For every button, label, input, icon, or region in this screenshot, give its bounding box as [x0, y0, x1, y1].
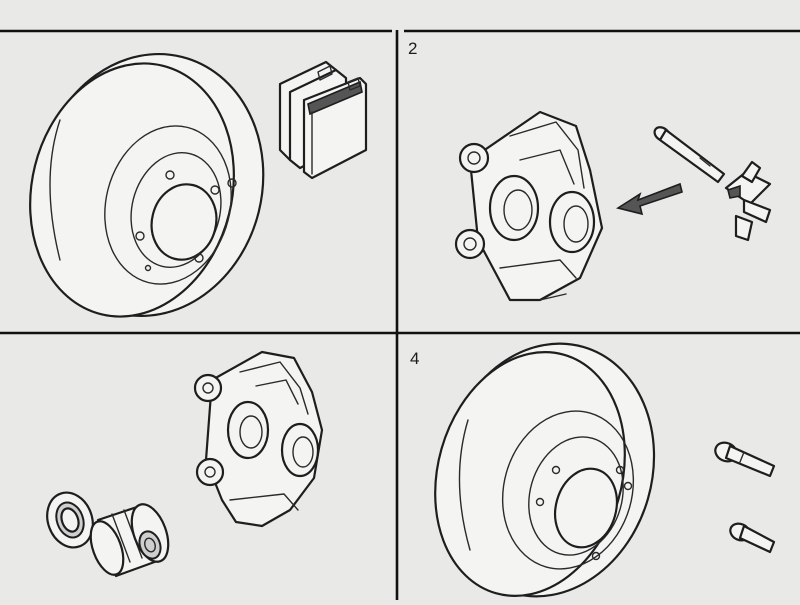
- piston-seal: [46, 491, 94, 549]
- mounting-bolt-long: [714, 441, 776, 478]
- direction-arrow: [615, 182, 683, 216]
- caliper-piston: [89, 503, 170, 578]
- guide-pin-bolt: [653, 126, 726, 184]
- panel-2-caliper: [454, 110, 604, 302]
- panel-grid: [0, 29, 800, 600]
- mounting-bolt-short: [729, 522, 776, 554]
- anti-rattle-clip: [724, 160, 772, 242]
- panel-4-number: 4: [410, 349, 419, 368]
- panel-3-caliper: [193, 350, 324, 528]
- panel-1-brake-pads: [278, 60, 368, 180]
- panel-2-number: 2: [408, 39, 417, 58]
- panel-1-disc: [29, 52, 265, 318]
- panel-4-disc: [434, 342, 656, 598]
